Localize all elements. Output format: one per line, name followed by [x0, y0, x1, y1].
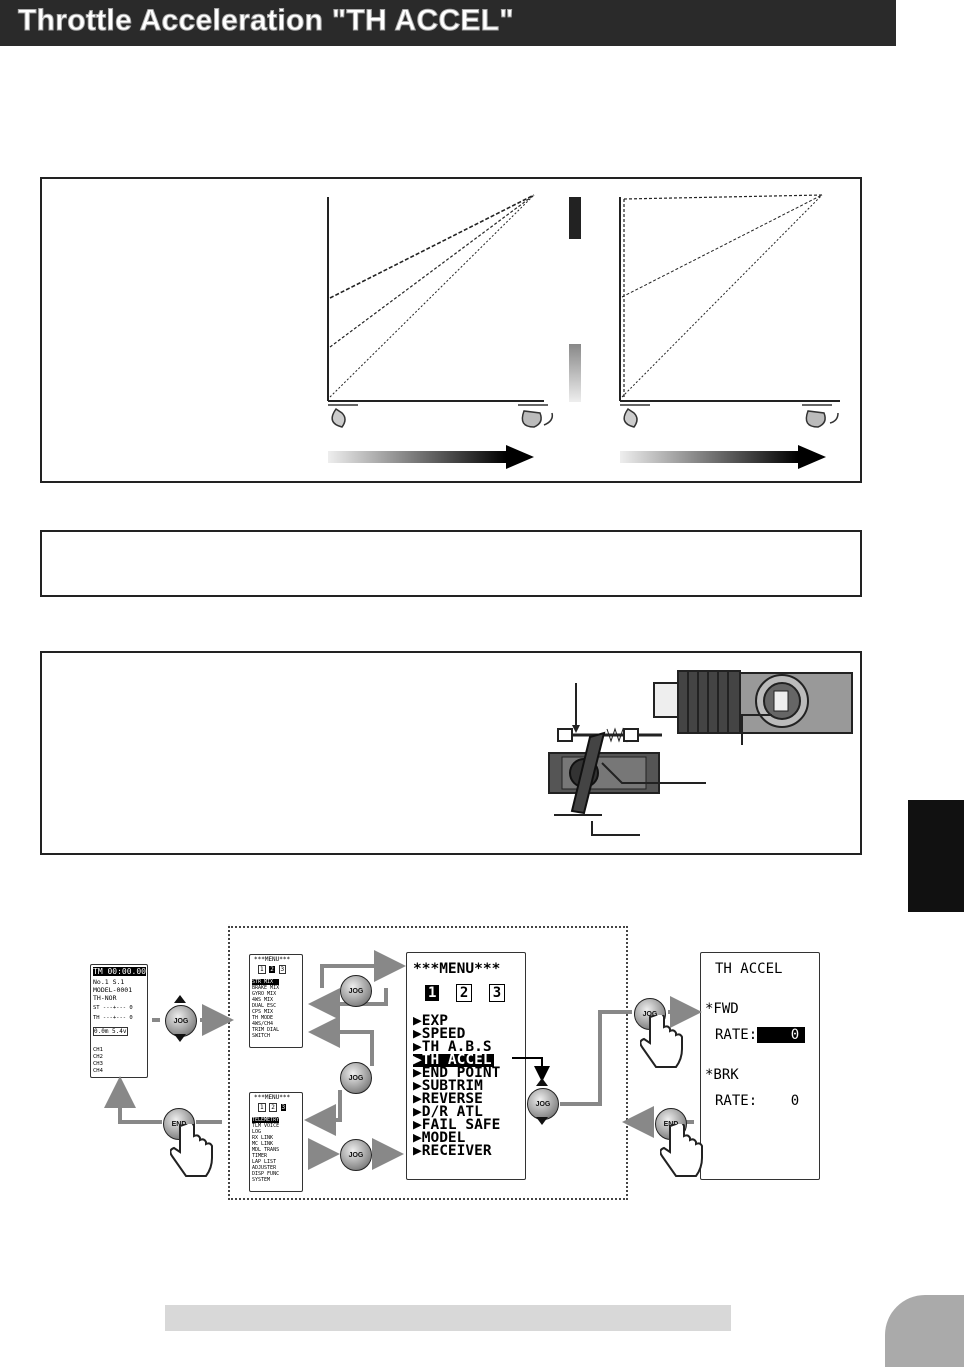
bottom-note-bar: [165, 1305, 731, 1331]
carburetor-icon: [653, 670, 853, 734]
menu3-pages: 1 2 3: [258, 1103, 287, 1112]
menu-item-speed[interactable]: ▶SPEED: [413, 1026, 466, 1042]
brk-rate-label: RATE:: [715, 1093, 758, 1109]
section-side-tab: [908, 800, 964, 912]
brake-curve-graph: [619, 194, 840, 469]
trigger-neutral-icon: [328, 404, 358, 428]
menu-item-fail-safe[interactable]: ▶FAIL SAFE: [413, 1117, 501, 1133]
home-mode: TH-NOR: [93, 994, 117, 1002]
menu2-list: STR MIX BRAKE MIX GYRO MIX 4WS MIX DUAL …: [252, 979, 280, 1039]
jog-button[interactable]: JOG: [340, 975, 372, 1007]
menu-page-2-screen: ***MENU*** 1 2 3 STR MIX BRAKE MIX GYRO …: [249, 954, 303, 1048]
menu-item-end-point[interactable]: ▶END POINT: [413, 1065, 501, 1081]
home-screen: TM 00:00.00 No.1 S.1 MODEL-0001 TH-NOR S…: [90, 964, 148, 1078]
title-bar: Throttle Acceleration "TH ACCEL": [0, 0, 896, 46]
menu-item-reverse[interactable]: ▶REVERSE: [413, 1091, 483, 1107]
servo-icon: [548, 731, 660, 815]
home-telemetry: 0.0m 5.4v: [93, 1027, 128, 1036]
menu-item-th-accel[interactable]: ▶TH ACCEL: [413, 1052, 494, 1068]
fwd-rate-label: RATE:: [715, 1027, 758, 1043]
menu-item-th-abs[interactable]: ▶TH A.B.S: [413, 1039, 492, 1055]
trigger-neutral-icon: [620, 404, 650, 428]
menu-item-receiver[interactable]: ▶RECEIVER: [413, 1143, 492, 1159]
menu-page-3-screen: ***MENU*** 1 2 3 TELEMETRY TLM VOICE LOG…: [249, 1092, 303, 1192]
press-hand-icon: [660, 1124, 703, 1177]
graph-box: [40, 177, 862, 483]
servo-linkage-illustration: [548, 670, 853, 836]
th-accel-screen: TH ACCEL *FWD RATE:0 *BRK RATE:0: [700, 952, 820, 1180]
menu-item-dr-atl[interactable]: ▶D/R ATL: [413, 1104, 483, 1120]
brk-rate-value[interactable]: 0: [790, 1093, 800, 1109]
flow-arrows: [104, 950, 702, 1170]
page-tab-3[interactable]: 3: [488, 984, 506, 1002]
forward-curve-graph: [327, 194, 554, 469]
home-st-trim: ST ---+--- 0: [93, 1005, 133, 1011]
jog-button[interactable]: JOG: [340, 1062, 372, 1094]
page-number-corner: [885, 1295, 964, 1367]
menu2-pages: 1 2 3: [258, 965, 287, 974]
jog-up-arrow-icon: [174, 995, 186, 1003]
main-menu-screen: ***MENU*** 1 2 3 ▶EXP ▶SPEED ▶TH A.B.S ▶…: [406, 952, 526, 1180]
fwd-label: *FWD: [705, 1001, 739, 1017]
fwd-rate-row: RATE:0: [715, 1027, 806, 1043]
home-model-name: MODEL-0001: [93, 986, 133, 994]
menu-item-model[interactable]: ▶MODEL: [413, 1130, 466, 1146]
main-menu-title: ***MENU***: [413, 961, 501, 977]
jog-down-arrow-icon: [174, 1034, 186, 1042]
jog-button[interactable]: JOG: [165, 1005, 197, 1037]
menu-item-exp[interactable]: ▶EXP: [413, 1013, 448, 1029]
main-menu-pages: 1 2 3: [425, 984, 506, 1002]
low-level-bar: [569, 344, 581, 402]
menu-item-subtrim[interactable]: ▶SUBTRIM: [413, 1078, 483, 1094]
home-timer: TM 00:00.00: [93, 967, 146, 976]
menu3-title: ***MENU***: [254, 1094, 291, 1101]
th-accel-title: TH ACCEL: [715, 961, 783, 977]
menu3-list: TELEMETRY TLM VOICE LOG RX LINK MC LINK …: [252, 1117, 280, 1183]
linkage-box: [40, 651, 862, 855]
press-hand-icon: [170, 1124, 213, 1177]
throttle-curve-graphs: [327, 194, 840, 469]
page-tab-1[interactable]: 1: [425, 985, 440, 1001]
trigger-brake-icon: [802, 404, 839, 428]
home-model-no: No.1 S.1: [93, 978, 125, 986]
note-box: [40, 530, 862, 597]
page-title: Throttle Acceleration "TH ACCEL": [18, 4, 515, 38]
brk-rate-row: RATE: 0: [715, 1093, 805, 1109]
jog-down-arrow-icon: [536, 1117, 548, 1125]
jog-button[interactable]: JOG: [527, 1088, 559, 1120]
jog-up-arrow-icon: [536, 1078, 548, 1086]
home-channel-list: CH1 CH2 CH3 CH4: [93, 1047, 103, 1074]
page-tab-2[interactable]: 2: [455, 984, 473, 1002]
menu-group-frame: [228, 926, 628, 1200]
fwd-rate-value[interactable]: 0: [757, 1027, 806, 1043]
brk-label: *BRK: [705, 1067, 739, 1083]
jog-button[interactable]: JOG: [340, 1139, 372, 1171]
menu2-title: ***MENU***: [254, 956, 291, 963]
home-th-trim: TH ---+--- 0: [93, 1015, 133, 1021]
press-hand-icon: [640, 1015, 683, 1068]
high-level-bar: [569, 197, 581, 239]
trigger-full-icon: [518, 404, 554, 428]
